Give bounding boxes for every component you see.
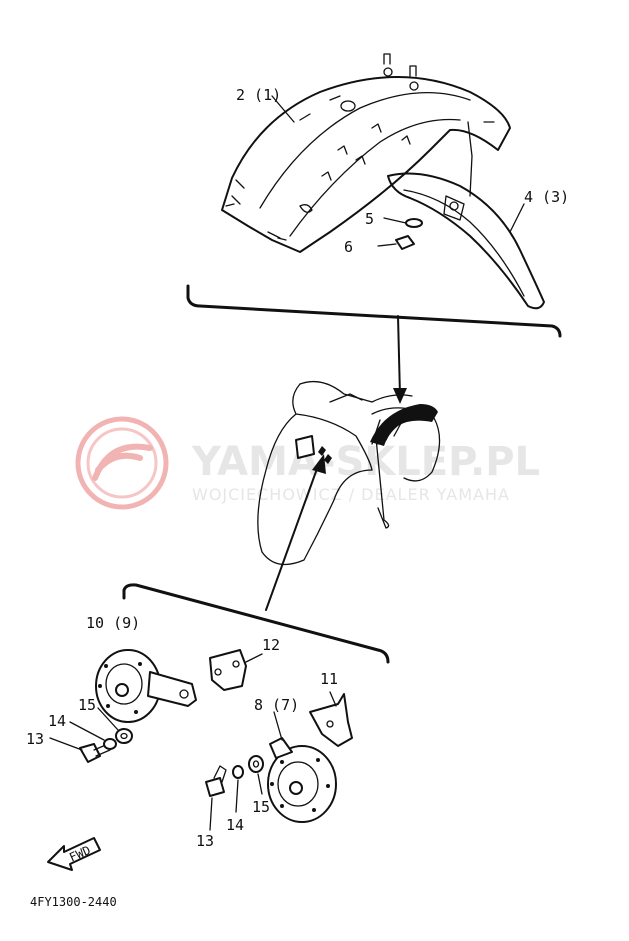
callout-2-1: 2 (1) <box>236 86 281 104</box>
horn-bracket-upper <box>209 649 263 691</box>
bolt-upper <box>49 737 111 763</box>
callout-6: 6 <box>344 238 353 256</box>
callout-10-9: 10 (9) <box>86 614 140 632</box>
motorcycle-outline <box>257 380 441 566</box>
horn-bracket-lower <box>309 691 353 747</box>
callout-13-upper: 13 <box>26 730 44 748</box>
callout-11: 11 <box>320 670 338 688</box>
bolt-lower <box>205 765 227 831</box>
highlighted-rear-fender <box>370 404 438 446</box>
callout-14-lower: 14 <box>226 816 244 834</box>
watermark-subtitle: WOJCIECHOWICZ / DEALER YAMAHA <box>192 485 510 504</box>
plain-washer-upper <box>97 707 133 744</box>
rear-flap <box>387 172 545 310</box>
callout-15-upper: 15 <box>78 696 96 714</box>
watermark-logo <box>75 416 169 510</box>
forward-direction-arrow: FWD <box>47 837 101 871</box>
lock-washer-upper <box>69 721 117 750</box>
diagram-code: 4FY1300-2440 <box>30 895 117 909</box>
horn-upper <box>95 649 197 723</box>
callout-12: 12 <box>262 636 280 654</box>
rear-fender <box>221 53 511 253</box>
horn-lower <box>267 711 337 823</box>
callout-15-lower: 15 <box>252 798 270 816</box>
plain-washer-lower <box>248 755 264 795</box>
callout-4-3: 4 (3) <box>524 188 569 206</box>
lock-washer-lower <box>232 765 244 813</box>
callout-5: 5 <box>365 210 374 228</box>
callout-14-upper: 14 <box>48 712 66 730</box>
group-bracket-top <box>186 284 562 338</box>
watermark-title: YAMA-SKLEP.PL <box>191 439 540 485</box>
callout-8-7: 8 (7) <box>254 696 299 714</box>
watermark: YAMA-SKLEP.PL WOJCIECHOWICZ / DEALER YAM… <box>75 416 540 510</box>
flange-nut <box>377 235 415 250</box>
rubber-grommet <box>383 217 423 228</box>
callout-13-lower: 13 <box>196 832 214 850</box>
group-bracket-bottom <box>122 583 390 664</box>
